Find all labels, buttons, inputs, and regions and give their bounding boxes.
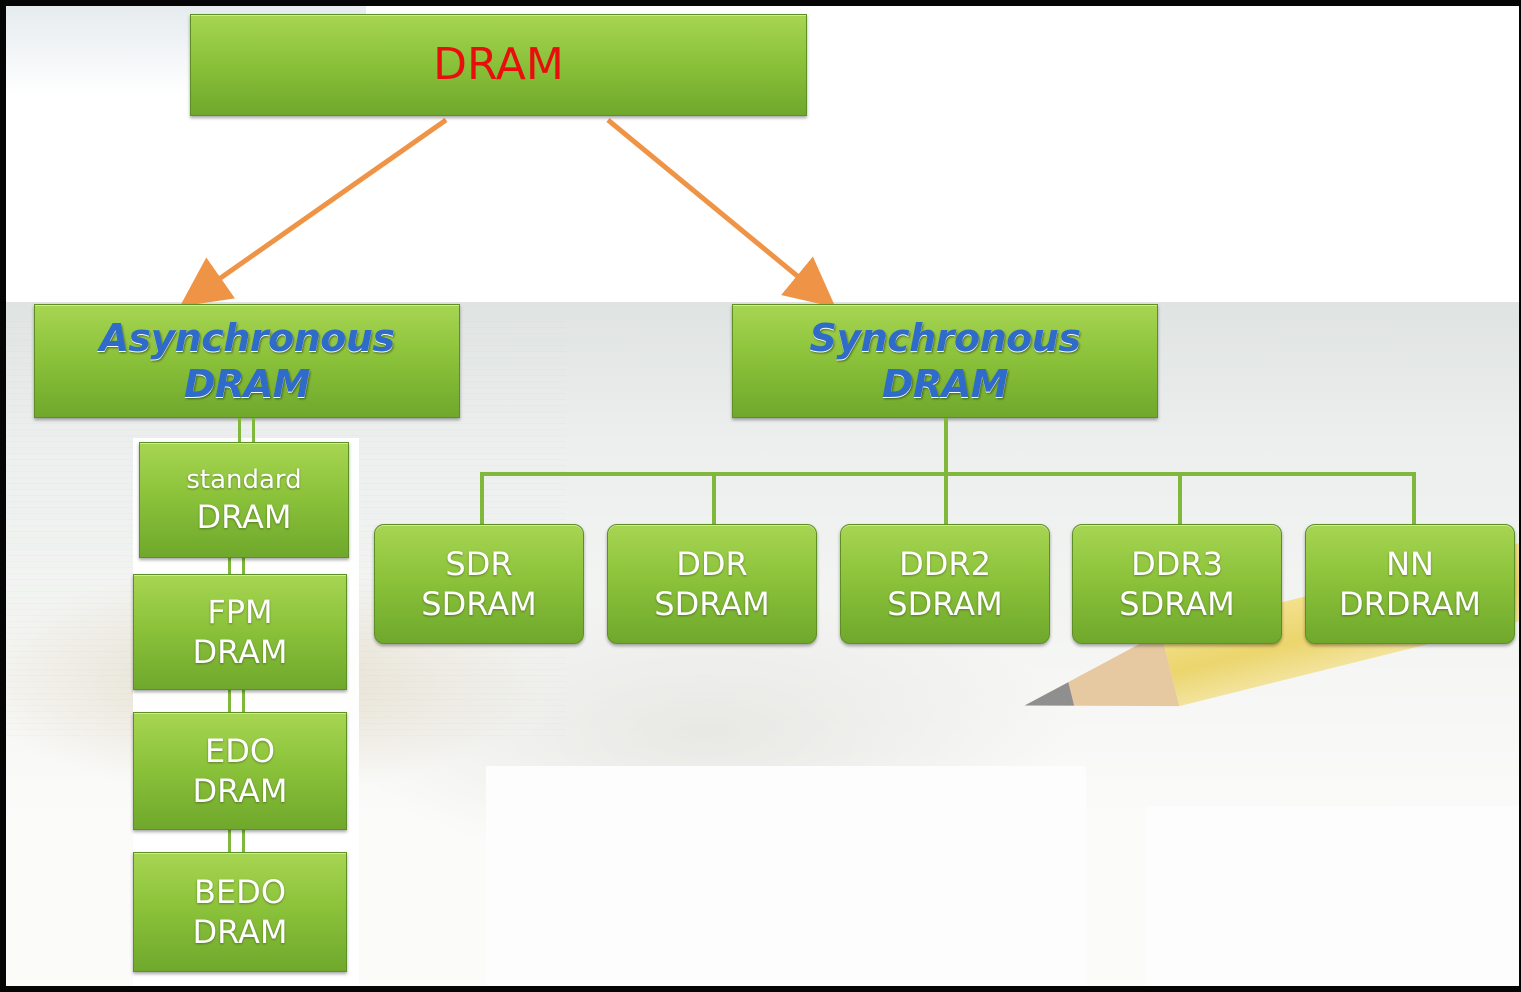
sync-child-sdr-sdram: SDR SDRAM — [374, 524, 584, 644]
sync-child-label-line2: SDRAM — [654, 585, 770, 623]
async-child-label-line2: DRAM — [196, 498, 292, 536]
async-child-standard-dram: standard DRAM — [139, 442, 349, 558]
connector-arrows — [179, 117, 836, 308]
connector — [242, 830, 245, 852]
sync-child-label-line2: SDRAM — [421, 585, 537, 623]
connector — [712, 472, 716, 526]
sync-child-label-line1: NN — [1386, 545, 1434, 583]
connector — [1412, 472, 1416, 526]
sync-child-label-line2: SDRAM — [887, 585, 1003, 623]
connector — [480, 472, 484, 526]
synchronous-dram-node: Synchronous DRAM — [732, 304, 1158, 418]
root-node-dram: DRAM — [190, 14, 807, 116]
connector — [228, 690, 231, 712]
sync-child-label-line1: DDR3 — [1131, 545, 1223, 583]
connector — [228, 830, 231, 852]
sync-child-label-line1: SDR — [445, 545, 513, 583]
asynchronous-label-line1: Asynchronous — [99, 316, 395, 360]
connector — [1178, 472, 1182, 526]
background-blank-area — [1146, 806, 1519, 986]
arrow-to-asynchronous — [179, 117, 448, 307]
connector — [238, 418, 241, 444]
sync-child-ddr3-sdram: DDR3 SDRAM — [1072, 524, 1282, 644]
connector — [480, 472, 1416, 476]
async-child-label-line2: DRAM — [192, 913, 288, 951]
async-child-label-line2: DRAM — [192, 633, 288, 671]
arrow-to-synchronous — [606, 118, 836, 308]
connector — [242, 558, 245, 574]
connector — [228, 558, 231, 574]
async-child-label-line1: EDO — [204, 732, 276, 770]
async-child-label-line1: standard — [186, 465, 302, 495]
sync-child-label-line1: DDR — [676, 545, 748, 583]
async-child-bedo-dram: BEDO DRAM — [133, 852, 347, 972]
connector — [944, 472, 948, 526]
async-child-label-line1: BEDO — [194, 873, 286, 911]
asynchronous-dram-node: Asynchronous DRAM — [34, 304, 460, 418]
sync-child-ddr2-sdram: DDR2 SDRAM — [840, 524, 1050, 644]
async-child-label-line1: FPM — [207, 593, 273, 631]
sync-child-label-line1: DDR2 — [899, 545, 991, 583]
sync-child-label-line2: DRDRAM — [1339, 585, 1481, 623]
asynchronous-label-line2: DRAM — [183, 362, 311, 406]
connector — [242, 690, 245, 712]
root-node-label: DRAM — [433, 39, 564, 90]
sync-child-ddr-sdram: DDR SDRAM — [607, 524, 817, 644]
synchronous-label-line2: DRAM — [881, 362, 1009, 406]
connector — [252, 418, 255, 444]
synchronous-label-line1: Synchronous — [809, 316, 1081, 360]
async-child-edo-dram: EDO DRAM — [133, 712, 347, 830]
async-child-fpm-dram: FPM DRAM — [133, 574, 347, 690]
async-child-label-line2: DRAM — [192, 772, 288, 810]
sync-child-nn-drdram: NN DRDRAM — [1305, 524, 1515, 644]
connector — [944, 418, 948, 474]
sync-child-label-line2: SDRAM — [1119, 585, 1235, 623]
background-blank-area — [486, 766, 1086, 986]
